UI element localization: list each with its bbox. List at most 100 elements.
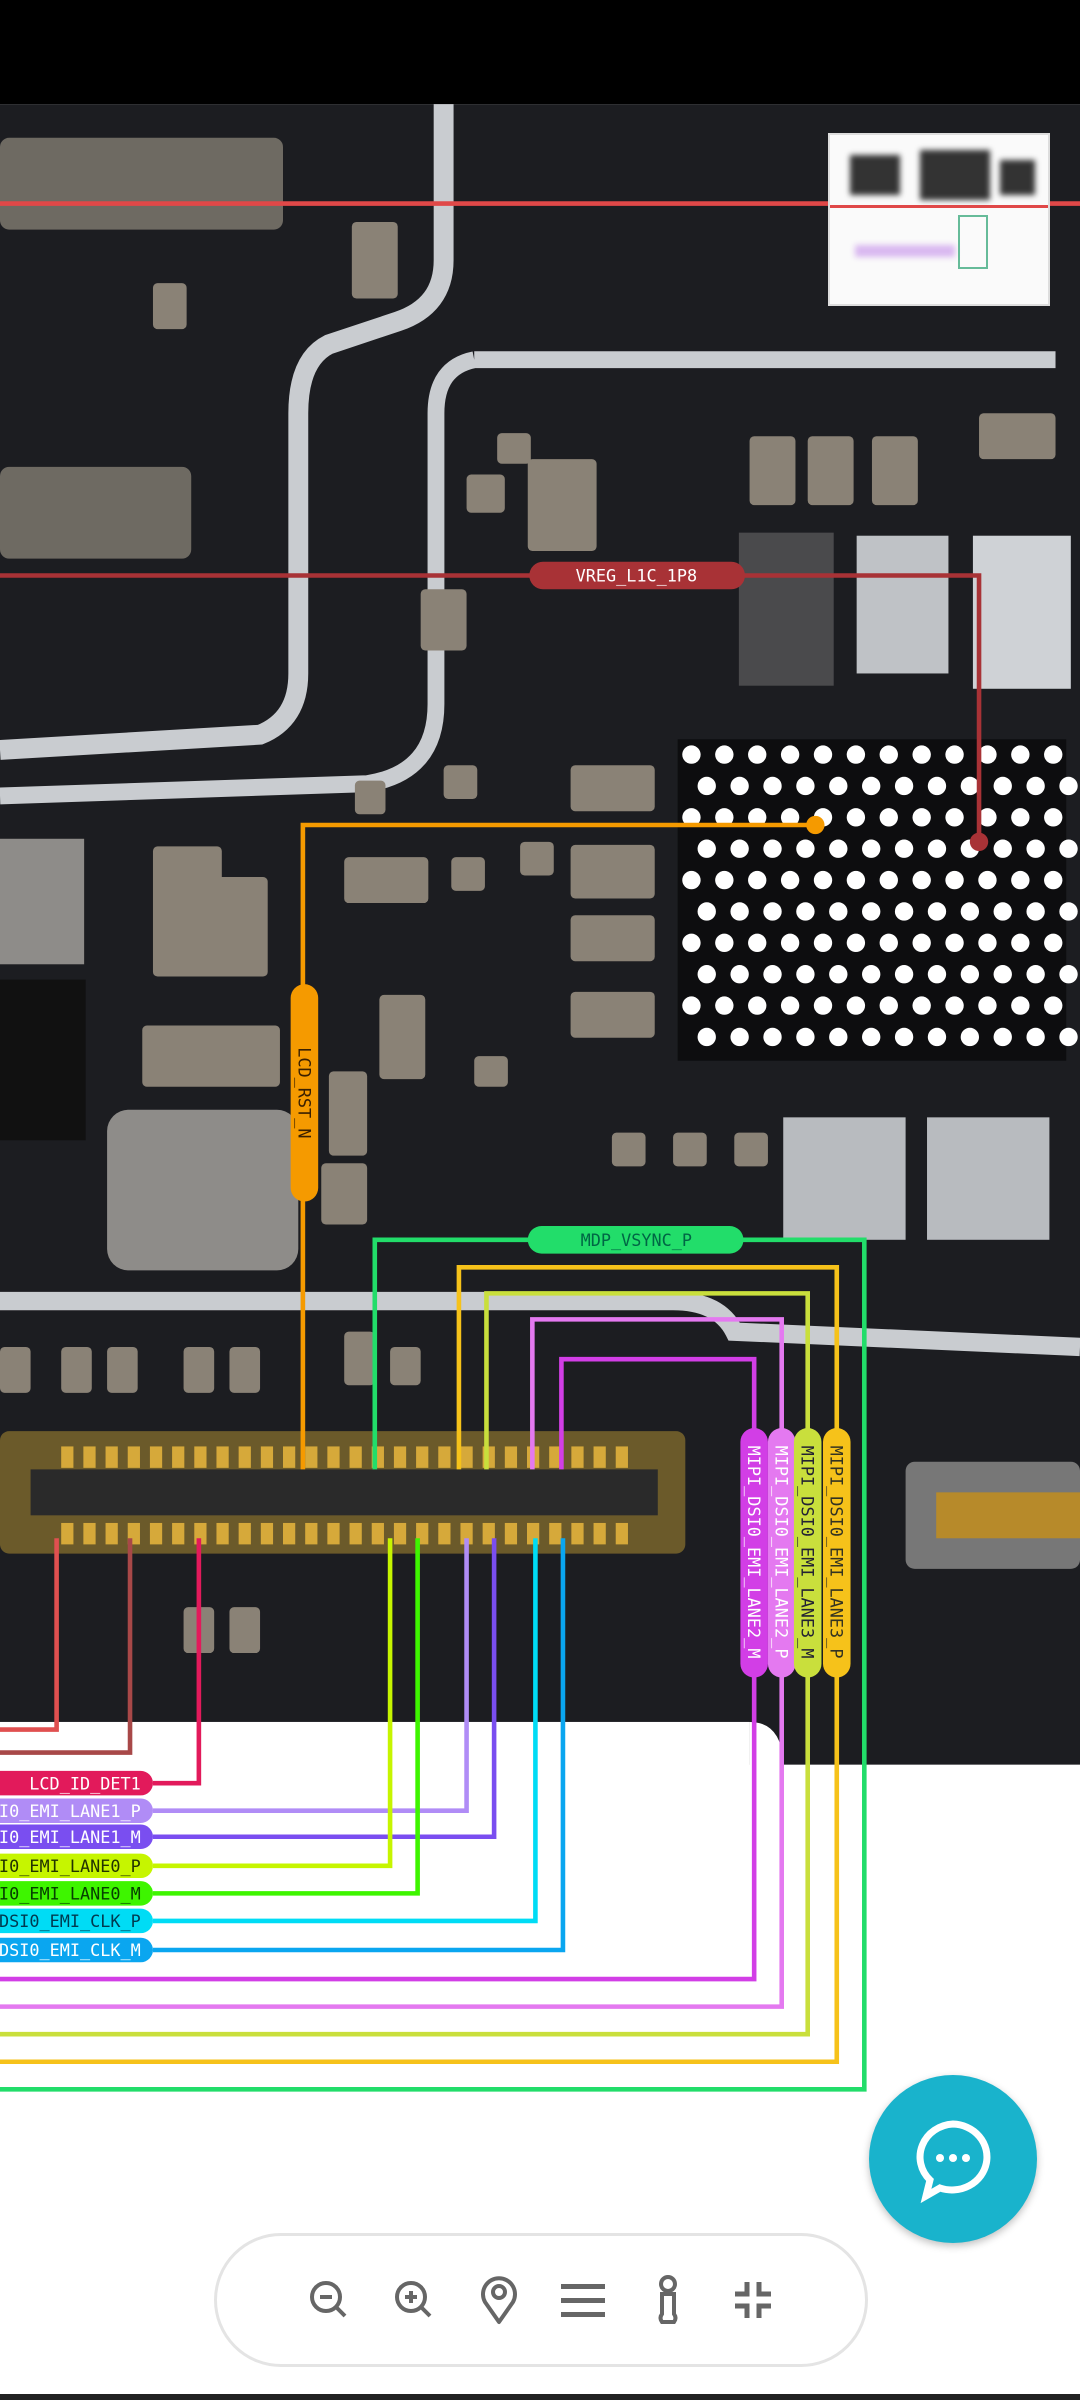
bga-ball xyxy=(912,996,931,1015)
connector-pin xyxy=(305,1446,318,1468)
bga-ball xyxy=(730,1027,749,1047)
pcb-component xyxy=(807,436,854,506)
net-label-text: MDP_VSYNC_P xyxy=(581,1230,692,1250)
pcb-component xyxy=(443,765,478,799)
net-label-left[interactable]: MIPI_DSI0_EMI_CLK_M xyxy=(0,1937,153,1963)
connector-pin xyxy=(83,1446,96,1468)
connector-pin xyxy=(371,1522,384,1545)
zoom-in-button[interactable] xyxy=(384,2270,444,2330)
bga-ball xyxy=(846,996,866,1015)
net-label-left[interactable]: MIPI_DSI0_EMI_LANE1_P xyxy=(0,1798,153,1823)
collapse-icon xyxy=(734,2282,771,2318)
chat-button[interactable] xyxy=(869,2075,1037,2243)
bga-ball xyxy=(894,965,914,984)
info-button[interactable] xyxy=(638,2270,698,2330)
pcb-component xyxy=(390,1346,421,1386)
bga-ball xyxy=(927,965,947,984)
connector-pin xyxy=(615,1446,628,1468)
connector-pin xyxy=(349,1446,362,1468)
net-label-text: MIPI_DSI0_EMI_LANE0_M xyxy=(0,1883,141,1903)
connector-pin xyxy=(615,1522,628,1545)
bga-ball xyxy=(927,776,947,796)
bga-ball xyxy=(1059,776,1078,796)
connector-pin xyxy=(105,1522,118,1545)
pcb-component xyxy=(497,433,531,464)
bga-ball xyxy=(945,745,964,764)
connector-pin xyxy=(238,1446,251,1468)
bga-ball xyxy=(780,745,800,764)
menu-icon xyxy=(561,2284,606,2317)
connector-pin xyxy=(260,1522,274,1545)
net-label-left[interactable]: MIPI_DSI0_EMI_LANE0_M xyxy=(0,1881,153,1906)
bga-ball xyxy=(879,933,898,953)
bga-ball xyxy=(993,902,1012,921)
connector-pin xyxy=(260,1446,274,1468)
bga-ball xyxy=(846,933,866,953)
bga-ball xyxy=(862,776,881,796)
bga-ball xyxy=(697,1027,716,1047)
location-button[interactable] xyxy=(469,2270,529,2330)
connector-pin xyxy=(393,1522,407,1545)
bga-ball xyxy=(862,1027,881,1047)
net-label-lane3-m[interactable]: MIPI_DSI0_EMI_LANE3_M xyxy=(793,1428,822,1678)
net-label-text: MIPI_DSI0_EMI_LANE1_M xyxy=(0,1827,141,1847)
net-label-lane2-m[interactable]: MIPI_DSI0_EMI_LANE2_M xyxy=(740,1428,768,1678)
bga-ball xyxy=(846,870,866,890)
pcb-component xyxy=(570,915,655,962)
bga-ball xyxy=(748,996,767,1015)
connector-pin xyxy=(349,1522,362,1545)
connector-pin xyxy=(172,1522,185,1545)
net-label-vreg[interactable]: VREG_L1C_1P8 xyxy=(529,561,745,590)
bga-ball xyxy=(846,745,866,764)
bga-ball xyxy=(978,870,997,890)
net-label-lane2-p[interactable]: MIPI_DSI0_EMI_LANE2_P xyxy=(767,1428,796,1678)
bga-ball xyxy=(796,839,815,858)
net-label-text: MIPI_DSI0_EMI_CLK_P xyxy=(0,1911,141,1931)
bga-ball xyxy=(1059,902,1078,921)
bga-ball xyxy=(945,933,964,953)
net-label-left[interactable]: MIPI_DSI0_EMI_CLK_P xyxy=(0,1908,153,1934)
bga-ball xyxy=(763,1027,782,1047)
net-label-text: LCD_ID_DET1 xyxy=(29,1773,140,1793)
bga-ball xyxy=(1059,839,1078,858)
pcb-component xyxy=(61,1346,92,1393)
bga-ball xyxy=(682,933,701,953)
bga-ball xyxy=(927,1027,947,1047)
bga-ball xyxy=(1011,933,1030,953)
bga-ball xyxy=(780,933,800,953)
net-label-text: LCD_RST_N xyxy=(294,1047,314,1138)
pcb-component xyxy=(198,877,268,977)
connector-pin xyxy=(327,1446,340,1468)
net-label-vsync[interactable]: MDP_VSYNC_P xyxy=(527,1226,744,1254)
net-label-text: MIPI_DSI0_EMI_LANE0_P xyxy=(0,1856,141,1876)
bga-ball xyxy=(730,839,749,858)
collapse-button[interactable] xyxy=(723,2270,783,2330)
bga-ball xyxy=(715,933,734,953)
bga-ball xyxy=(1011,808,1030,827)
zoom-out-button[interactable] xyxy=(299,2270,359,2330)
net-label-left[interactable]: MIPI_DSI0_EMI_LANE0_P xyxy=(0,1853,153,1879)
net-label-lcd-rst[interactable]: LCD_RST_N xyxy=(290,984,319,1202)
net-label-left[interactable]: LCD_ID_DET1 xyxy=(0,1770,153,1796)
minimap[interactable] xyxy=(828,133,1050,306)
bga-ball xyxy=(763,776,782,796)
connector-pin xyxy=(194,1446,207,1468)
bga-ball xyxy=(894,1027,914,1047)
connector-pin xyxy=(149,1446,163,1468)
bga-ball xyxy=(780,870,800,890)
bga-ball xyxy=(993,965,1012,984)
net-label-left[interactable]: MIPI_DSI0_EMI_LANE1_M xyxy=(0,1824,153,1849)
bga-ball xyxy=(1026,1027,1045,1047)
bga-ball xyxy=(780,808,800,827)
pcb-component xyxy=(344,857,429,904)
bga-ball xyxy=(748,808,767,827)
net-label-lane3-p[interactable]: MIPI_DSI0_EMI_LANE3_P xyxy=(823,1428,851,1678)
bga-ball xyxy=(829,902,848,921)
bga-ball xyxy=(796,1027,815,1047)
net-label-text: MIPI_DSI0_EMI_CLK_M xyxy=(0,1940,141,1960)
bga-ball xyxy=(1044,870,1063,890)
pcb-component xyxy=(321,1163,368,1225)
menu-button[interactable] xyxy=(553,2270,613,2330)
